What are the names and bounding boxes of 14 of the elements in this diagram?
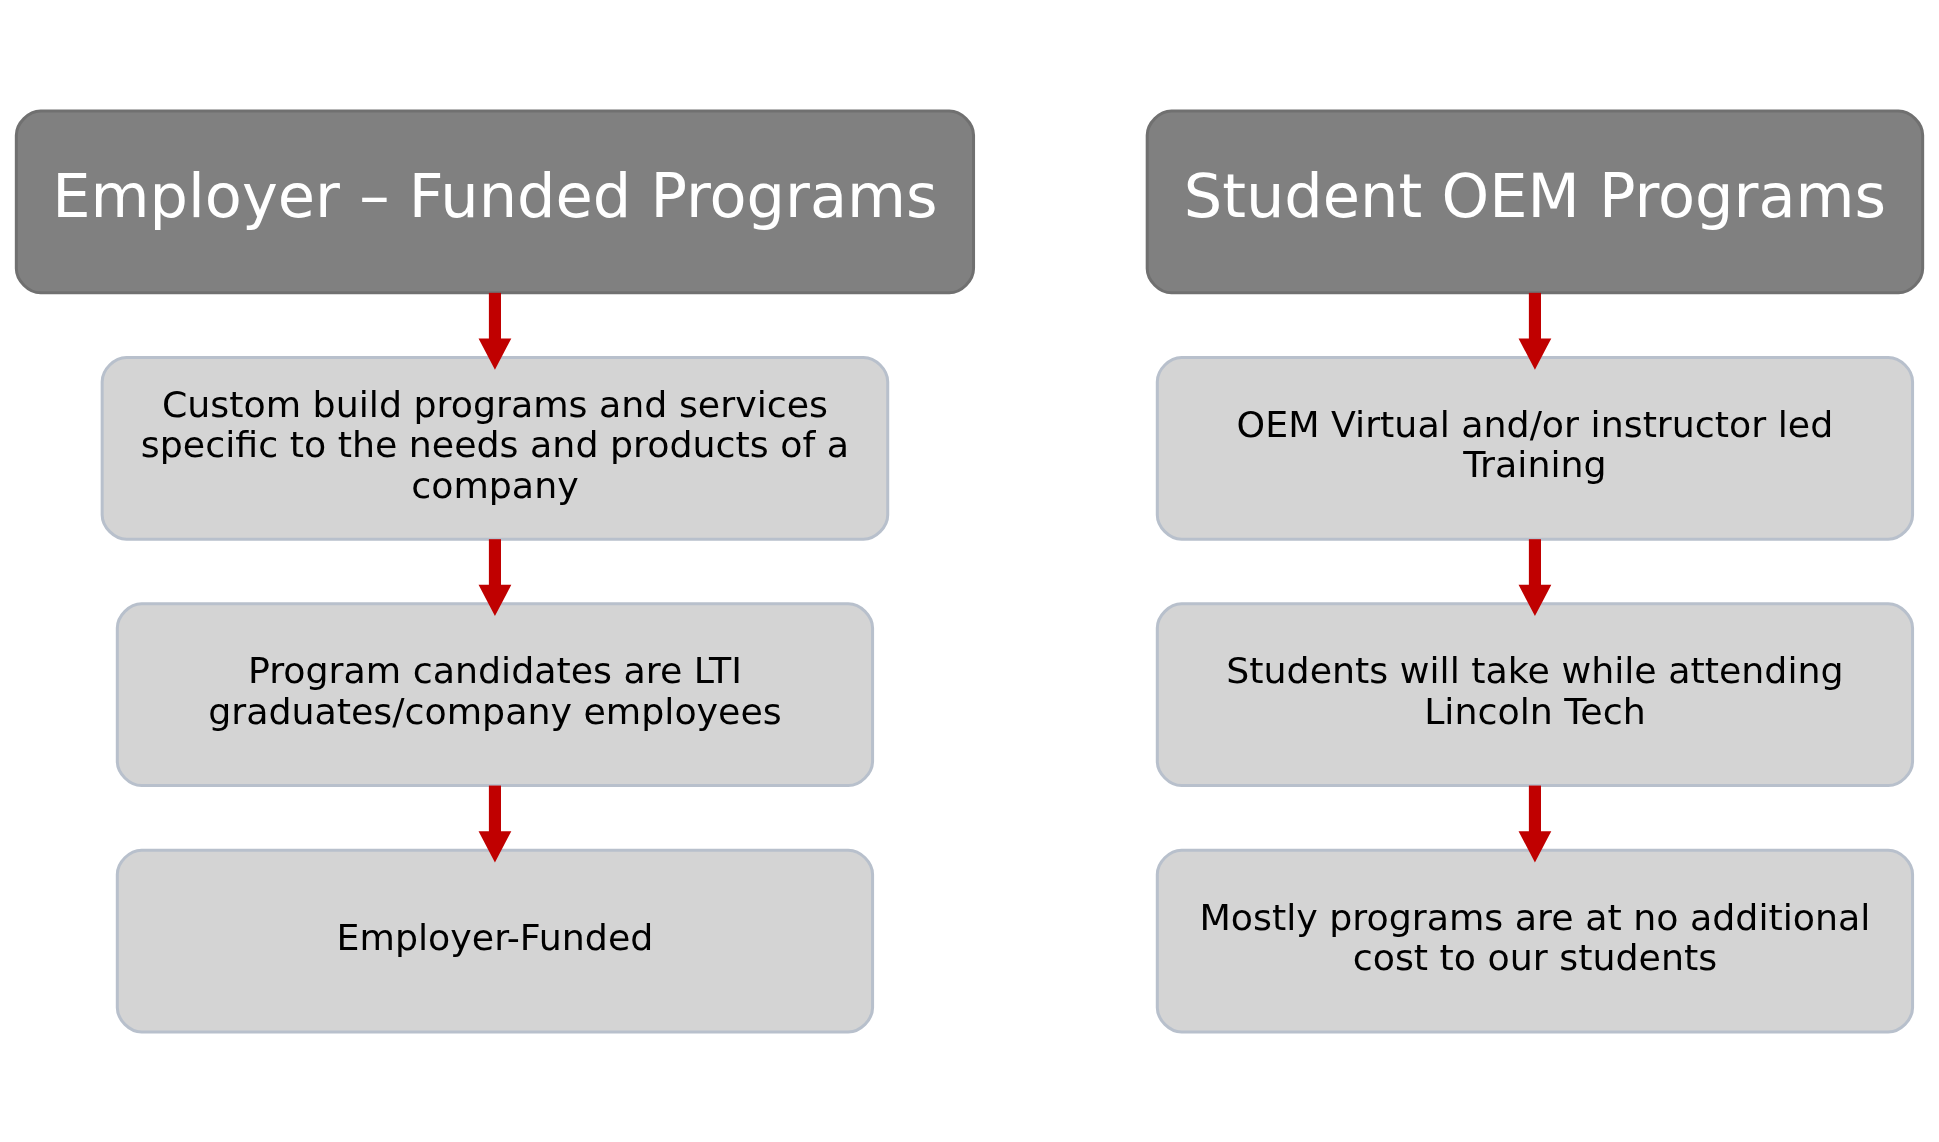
node-box: Employer-Funded xyxy=(115,848,875,1033)
arrow xyxy=(478,292,512,370)
node-box: OEM Virtual and/or instructor led Training xyxy=(1155,355,1915,541)
arrow xyxy=(478,538,512,616)
node-box: Custom build programs and services specific to the needs and products of a company xyxy=(100,355,890,541)
arrow xyxy=(1518,785,1552,862)
node-box: Program candidates are LTI graduates/company employees xyxy=(115,601,875,787)
node-box: Student OEM Programs xyxy=(1145,109,1925,294)
node-box: Mostly programs are at no additional cost to our students xyxy=(1155,848,1915,1033)
node-box: Students will take while attending Lincoln Tech xyxy=(1155,601,1915,787)
node-box: Employer – Funded Programs xyxy=(14,109,976,294)
arrow xyxy=(478,785,512,862)
arrow xyxy=(1518,292,1552,370)
arrow xyxy=(1518,538,1552,616)
